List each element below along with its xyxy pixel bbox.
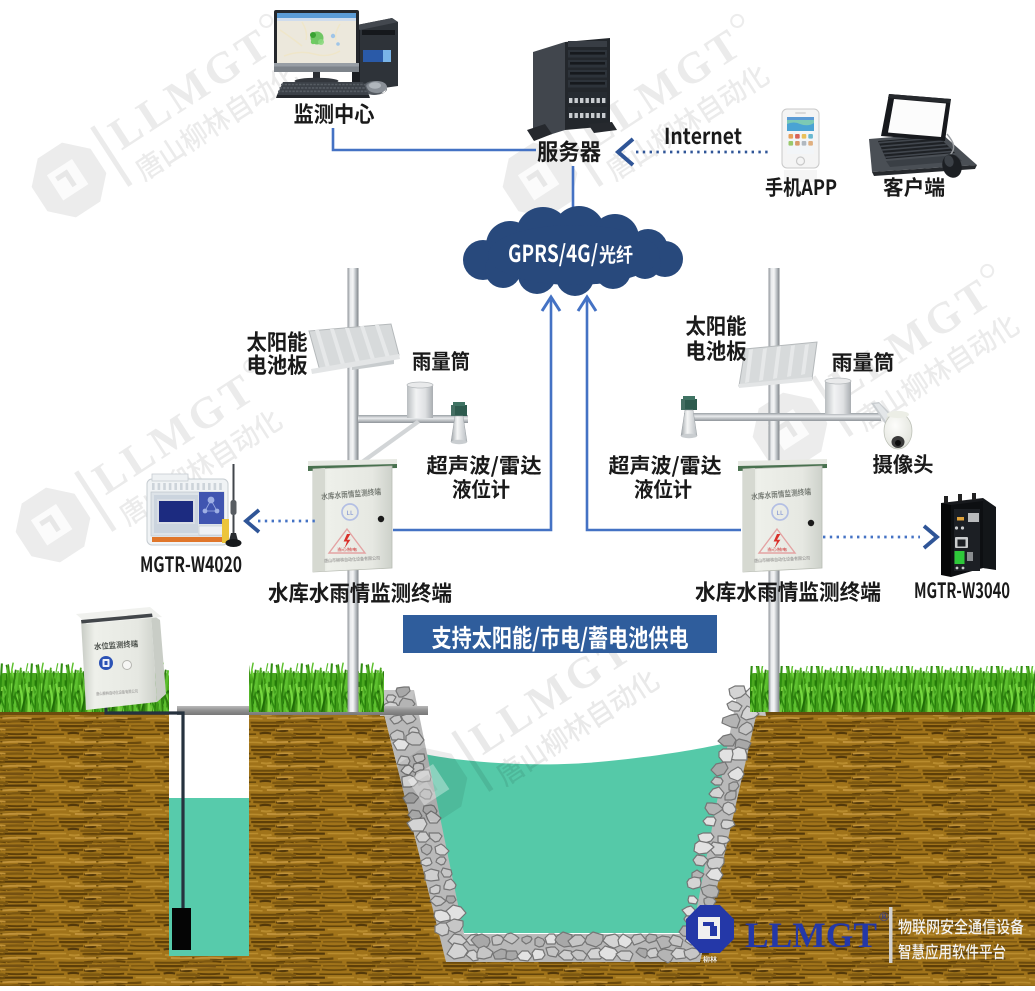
- svg-text:LLMGT: LLMGT: [745, 915, 877, 955]
- svg-text:®: ®: [879, 909, 889, 924]
- svg-text:LLMGT: LLMGT: [100, 18, 281, 159]
